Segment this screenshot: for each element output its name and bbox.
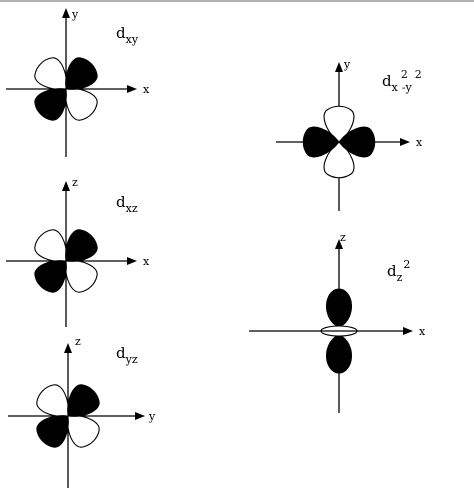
- horizontal-axis-label: x: [143, 83, 150, 96]
- orbital-dyz: z y dyz: [8, 335, 156, 488]
- orbital-subscript-2: -y: [402, 81, 413, 94]
- horizontal-axis-label: x: [143, 255, 150, 268]
- orbital-label: dx2-y2: [382, 68, 422, 94]
- vertical-arrowhead: [335, 239, 343, 249]
- lobe-bottom: [326, 334, 352, 374]
- vertical-axis-label: z: [340, 231, 346, 244]
- orbital-superscript: 2: [403, 258, 410, 271]
- lobes: [302, 105, 376, 179]
- horizontal-arrowhead: [403, 327, 413, 335]
- orbital-dxy: y x dxy: [6, 8, 150, 157]
- horizontal-axis-label: x: [416, 136, 423, 149]
- orbital-symbol: d: [116, 24, 126, 42]
- orbital-dxz: z x dxz: [6, 176, 150, 327]
- horizontal-arrowhead: [400, 138, 410, 146]
- vertical-axis-label: y: [71, 8, 79, 21]
- lobe-top: [326, 288, 352, 328]
- vertical-arrowhead: [335, 62, 343, 72]
- orbital-label: dyz: [116, 344, 138, 366]
- orbital-superscript: 2: [401, 68, 408, 81]
- vertical-axis-label: y: [343, 58, 351, 71]
- orbital-symbol: d: [387, 262, 397, 280]
- vertical-axis-label: z: [72, 176, 78, 189]
- vertical-arrowhead: [62, 8, 70, 18]
- vertical-axis-label: z: [75, 335, 81, 348]
- orbital-subscript: z: [397, 271, 403, 284]
- orbital-symbol: d: [382, 72, 392, 90]
- orbital-label: dz2: [387, 258, 410, 284]
- orbital-subscript: xz: [126, 202, 138, 215]
- orbital-symbol: d: [116, 193, 126, 211]
- orbital-label: dxz: [116, 193, 138, 215]
- horizontal-axis-label: y: [148, 410, 156, 423]
- horizontal-arrowhead: [127, 257, 137, 265]
- horizontal-arrowhead: [135, 412, 145, 420]
- horizontal-axis-label: x: [419, 325, 426, 338]
- orbital-symbol: d: [116, 344, 126, 362]
- orbital-superscript-2: 2: [415, 68, 422, 81]
- horizontal-arrowhead: [127, 85, 137, 93]
- lobes: [320, 288, 358, 374]
- orbital-subscript: xy: [126, 33, 139, 46]
- orbital-dz2: z x dz2: [249, 231, 426, 413]
- orbital-dx2-y2: y x dx2-y2: [276, 58, 423, 211]
- vertical-arrowhead: [62, 181, 70, 191]
- orbital-subscript: x: [392, 81, 399, 94]
- orbital-label: dxy: [116, 24, 139, 46]
- orbital-subscript: yz: [125, 353, 138, 366]
- vertical-arrowhead: [64, 343, 72, 353]
